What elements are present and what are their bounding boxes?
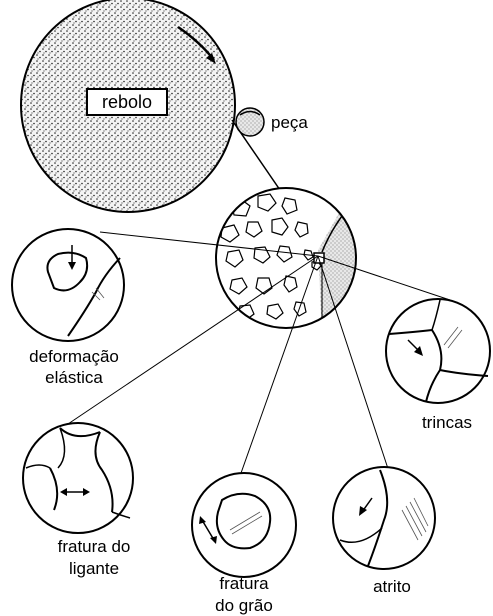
grinding-wheel: rebolo bbox=[20, 0, 236, 213]
label-friction: atrito bbox=[373, 577, 411, 596]
zoom-circle bbox=[215, 187, 357, 329]
double-arrow-icon bbox=[201, 519, 215, 541]
detail-elastic-deformation: deformação elástica bbox=[11, 228, 125, 387]
label-bond-fracture-1: fratura do bbox=[58, 537, 131, 556]
label-elastic-deformation-2: elástica bbox=[45, 368, 103, 387]
contact-leader-line bbox=[231, 119, 281, 191]
label-elastic-deformation-1: deformação bbox=[29, 347, 119, 366]
workpiece-label: peça bbox=[271, 113, 308, 132]
detail-friction: atrito bbox=[332, 466, 436, 596]
workpiece-rotation-arrow-icon bbox=[239, 110, 261, 116]
wheel-label: rebolo bbox=[102, 92, 152, 112]
label-grain-fracture-1: fratura bbox=[219, 574, 269, 593]
label-cracks: trincas bbox=[422, 413, 472, 432]
workpiece: peça bbox=[235, 107, 308, 137]
detail-grain-fracture: fratura do grão bbox=[191, 472, 297, 615]
label-bond-fracture-2: ligante bbox=[69, 559, 119, 578]
label-grain-fracture-2: do grão bbox=[215, 596, 273, 615]
detail-cracks: trincas bbox=[385, 298, 491, 432]
detail-bond-fracture: fratura do ligante bbox=[22, 422, 134, 578]
leader-lines bbox=[67, 231, 451, 491]
